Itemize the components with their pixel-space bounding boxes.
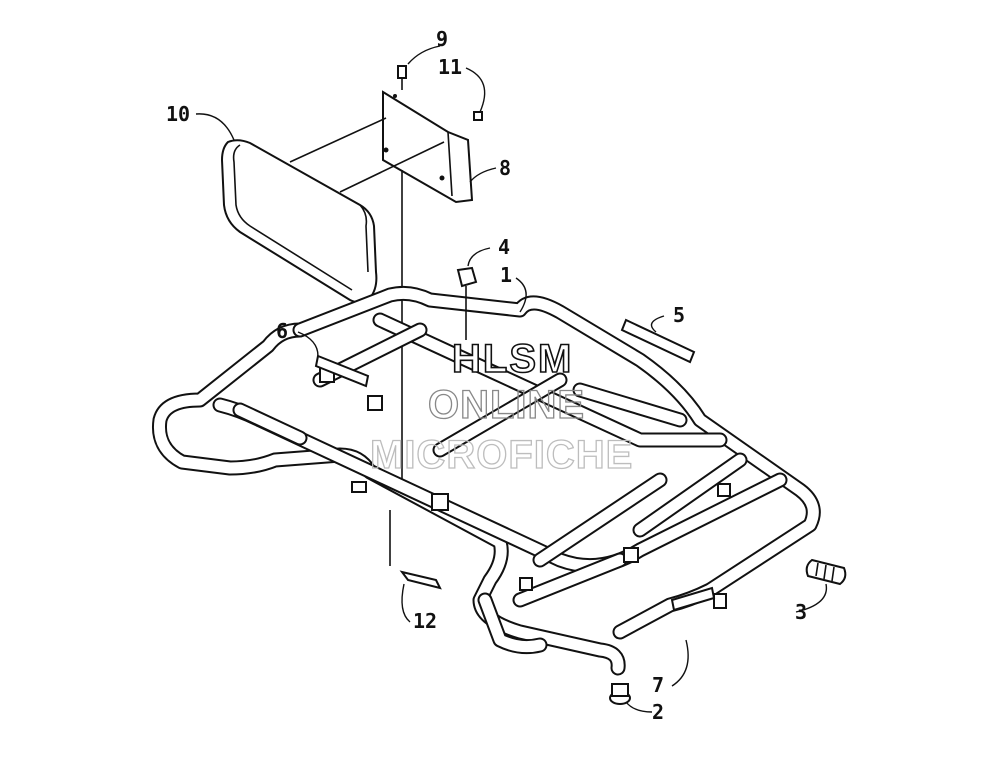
foot-cap-2 — [609, 683, 631, 705]
callout-12: 12 — [413, 609, 437, 633]
callout-5: 5 — [673, 303, 685, 327]
screw-11 — [473, 111, 483, 121]
rack-frame — [151, 285, 821, 676]
callout-4: 4 — [498, 235, 510, 259]
callout-9: 9 — [436, 27, 448, 51]
callout-2: 2 — [652, 700, 664, 724]
decal-5 — [620, 318, 696, 364]
watermark-line2: ONLINE — [428, 383, 585, 427]
callout-3: 3 — [795, 600, 807, 624]
tab-12 — [389, 510, 442, 590]
callout-11: 11 — [438, 55, 462, 79]
callout-10: 10 — [166, 102, 190, 126]
backrest-bracket — [382, 90, 474, 204]
watermark-line1: HLSM — [452, 337, 573, 381]
grip-3 — [805, 558, 847, 586]
grip-cap-4 — [456, 266, 478, 340]
callout-1: 1 — [500, 263, 512, 287]
callout-7: 7 — [652, 673, 664, 697]
callout-6: 6 — [276, 319, 288, 343]
callout-8: 8 — [499, 156, 511, 180]
decal-7 — [670, 586, 716, 612]
watermark-line3: MICROFICHE — [370, 433, 633, 477]
leader-lines — [195, 45, 828, 713]
mount-blocks — [319, 367, 731, 609]
callout-labels: 9 11 10 8 4 1 5 6 3 12 7 2 — [166, 27, 807, 724]
screw-9 — [397, 65, 407, 90]
watermark: HLSM ONLINE MICROFICHE — [369, 336, 633, 477]
decal-6 — [314, 354, 370, 388]
backrest-pad — [220, 139, 378, 304]
